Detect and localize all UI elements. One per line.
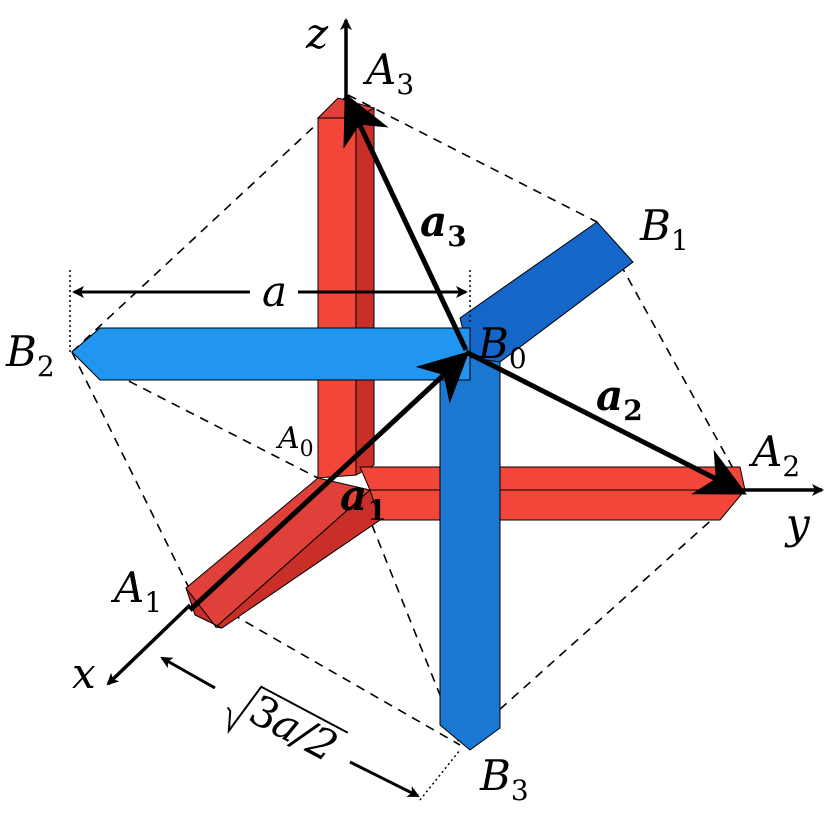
edge-b2-a0 bbox=[71, 351, 319, 479]
dim-sqrt3-arrow-right bbox=[349, 760, 420, 798]
label-a3: A3 bbox=[362, 45, 414, 101]
label-vector-a3: a3 bbox=[420, 197, 467, 253]
vector-a1 bbox=[188, 351, 470, 612]
vector-a2 bbox=[464, 349, 747, 495]
red-bars bbox=[185, 97, 747, 629]
label-a1: A1 bbox=[110, 563, 162, 619]
x-axis-label: x bbox=[72, 649, 96, 698]
y-axis-label: y bbox=[784, 499, 811, 548]
blue-bar-vertical bbox=[439, 355, 501, 751]
edge-a3-b1 bbox=[347, 94, 598, 223]
axes bbox=[106, 18, 824, 686]
label-b2: B2 bbox=[5, 327, 55, 383]
dimension-a: a bbox=[69, 267, 471, 352]
label-b0: B0 bbox=[477, 319, 527, 375]
label-vector-a1: a1 bbox=[340, 471, 387, 527]
label-b1: B1 bbox=[639, 201, 689, 257]
blue-bars bbox=[71, 221, 634, 751]
blue-bar-horizontal bbox=[71, 327, 471, 381]
dim-sqrt3-tick bbox=[419, 749, 461, 801]
label-b3: B3 bbox=[479, 751, 529, 807]
label-a2: A2 bbox=[748, 427, 800, 483]
edge-b2-a1 bbox=[71, 351, 191, 591]
sqrt-sign-icon bbox=[226, 685, 349, 735]
red-bar-z-front bbox=[317, 117, 357, 479]
dimension-sqrt3: 3 a/2 bbox=[160, 656, 461, 801]
red-bar-y-top bbox=[359, 466, 746, 491]
lattice-vectors bbox=[188, 92, 747, 612]
dim-sqrt3-arrow-left bbox=[160, 656, 216, 690]
edge-a2-b3 bbox=[459, 489, 746, 746]
label-a0: A0 bbox=[275, 421, 314, 462]
vector-a3 bbox=[343, 92, 469, 352]
label-vector-a2: a2 bbox=[596, 371, 643, 427]
dim-a-label: a bbox=[262, 267, 287, 316]
dashed-edges bbox=[71, 94, 746, 746]
z-axis-label: z bbox=[305, 9, 329, 58]
edge-a3-b2 bbox=[71, 94, 349, 353]
x-axis bbox=[106, 603, 192, 686]
